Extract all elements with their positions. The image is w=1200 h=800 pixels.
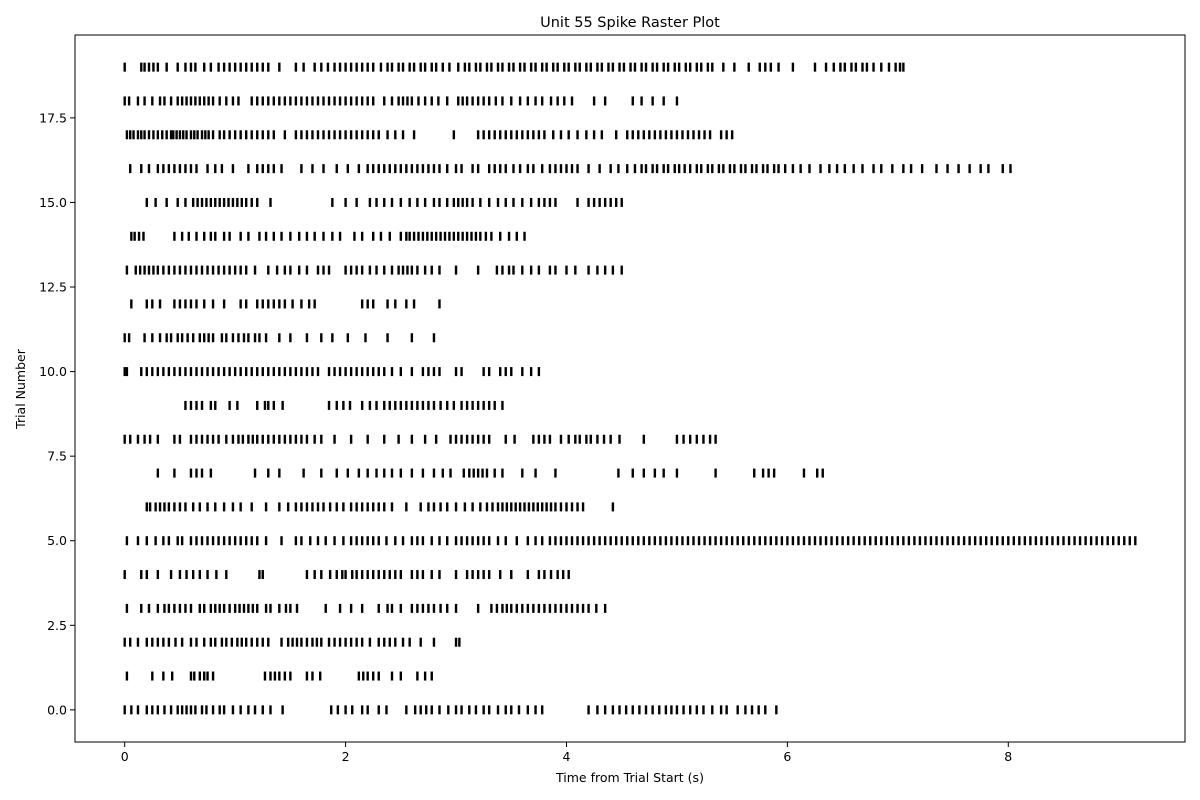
trial-row xyxy=(123,570,570,580)
trial-row xyxy=(123,434,717,444)
y-tick-label: 2.5 xyxy=(47,618,67,633)
x-tick-label: 2 xyxy=(342,749,350,764)
trial-row xyxy=(145,197,623,207)
y-tick-label: 10.0 xyxy=(39,364,67,379)
trial-row xyxy=(123,367,541,377)
chart-title: Unit 55 Spike Raster Plot xyxy=(540,15,720,31)
x-tick-label: 4 xyxy=(563,749,571,764)
y-tick-label: 12.5 xyxy=(39,280,67,295)
trial-row xyxy=(130,231,526,241)
trial-row xyxy=(125,265,623,275)
x-axis-label: Time from Trial Start (s) xyxy=(555,770,704,785)
trial-row xyxy=(145,502,615,512)
trial-row xyxy=(123,333,436,343)
y-tick-label: 7.5 xyxy=(47,449,67,464)
y-tick-label: 5.0 xyxy=(47,533,67,548)
x-axis-ticks: 0 2 4 6 8 xyxy=(121,742,1012,764)
y-tick-label: 15.0 xyxy=(39,195,67,210)
trial-row xyxy=(184,400,504,410)
y-tick-label: 17.5 xyxy=(39,110,67,125)
trial-row xyxy=(123,705,778,715)
trial-row xyxy=(123,62,905,72)
plot-frame xyxy=(74,34,1186,743)
spike-marks-layer xyxy=(123,62,1137,715)
trial-row xyxy=(123,96,679,106)
y-axis-label: Trial Number xyxy=(13,348,28,430)
x-tick-label: 0 xyxy=(121,749,129,764)
trial-row xyxy=(129,164,1012,174)
trial-row xyxy=(125,130,734,140)
trial-row xyxy=(125,671,433,681)
x-tick-label: 8 xyxy=(1004,749,1012,764)
trial-row xyxy=(125,603,607,613)
trial-row xyxy=(130,299,441,309)
trial-row xyxy=(156,468,824,478)
x-tick-label: 6 xyxy=(783,749,791,764)
y-tick-label: 0.0 xyxy=(47,702,67,717)
y-axis-ticks: 0.0 2.5 5.0 7.5 10.0 12.5 15.0 17.5 xyxy=(39,110,75,717)
trial-row xyxy=(125,536,1137,546)
trial-row xyxy=(123,637,461,647)
